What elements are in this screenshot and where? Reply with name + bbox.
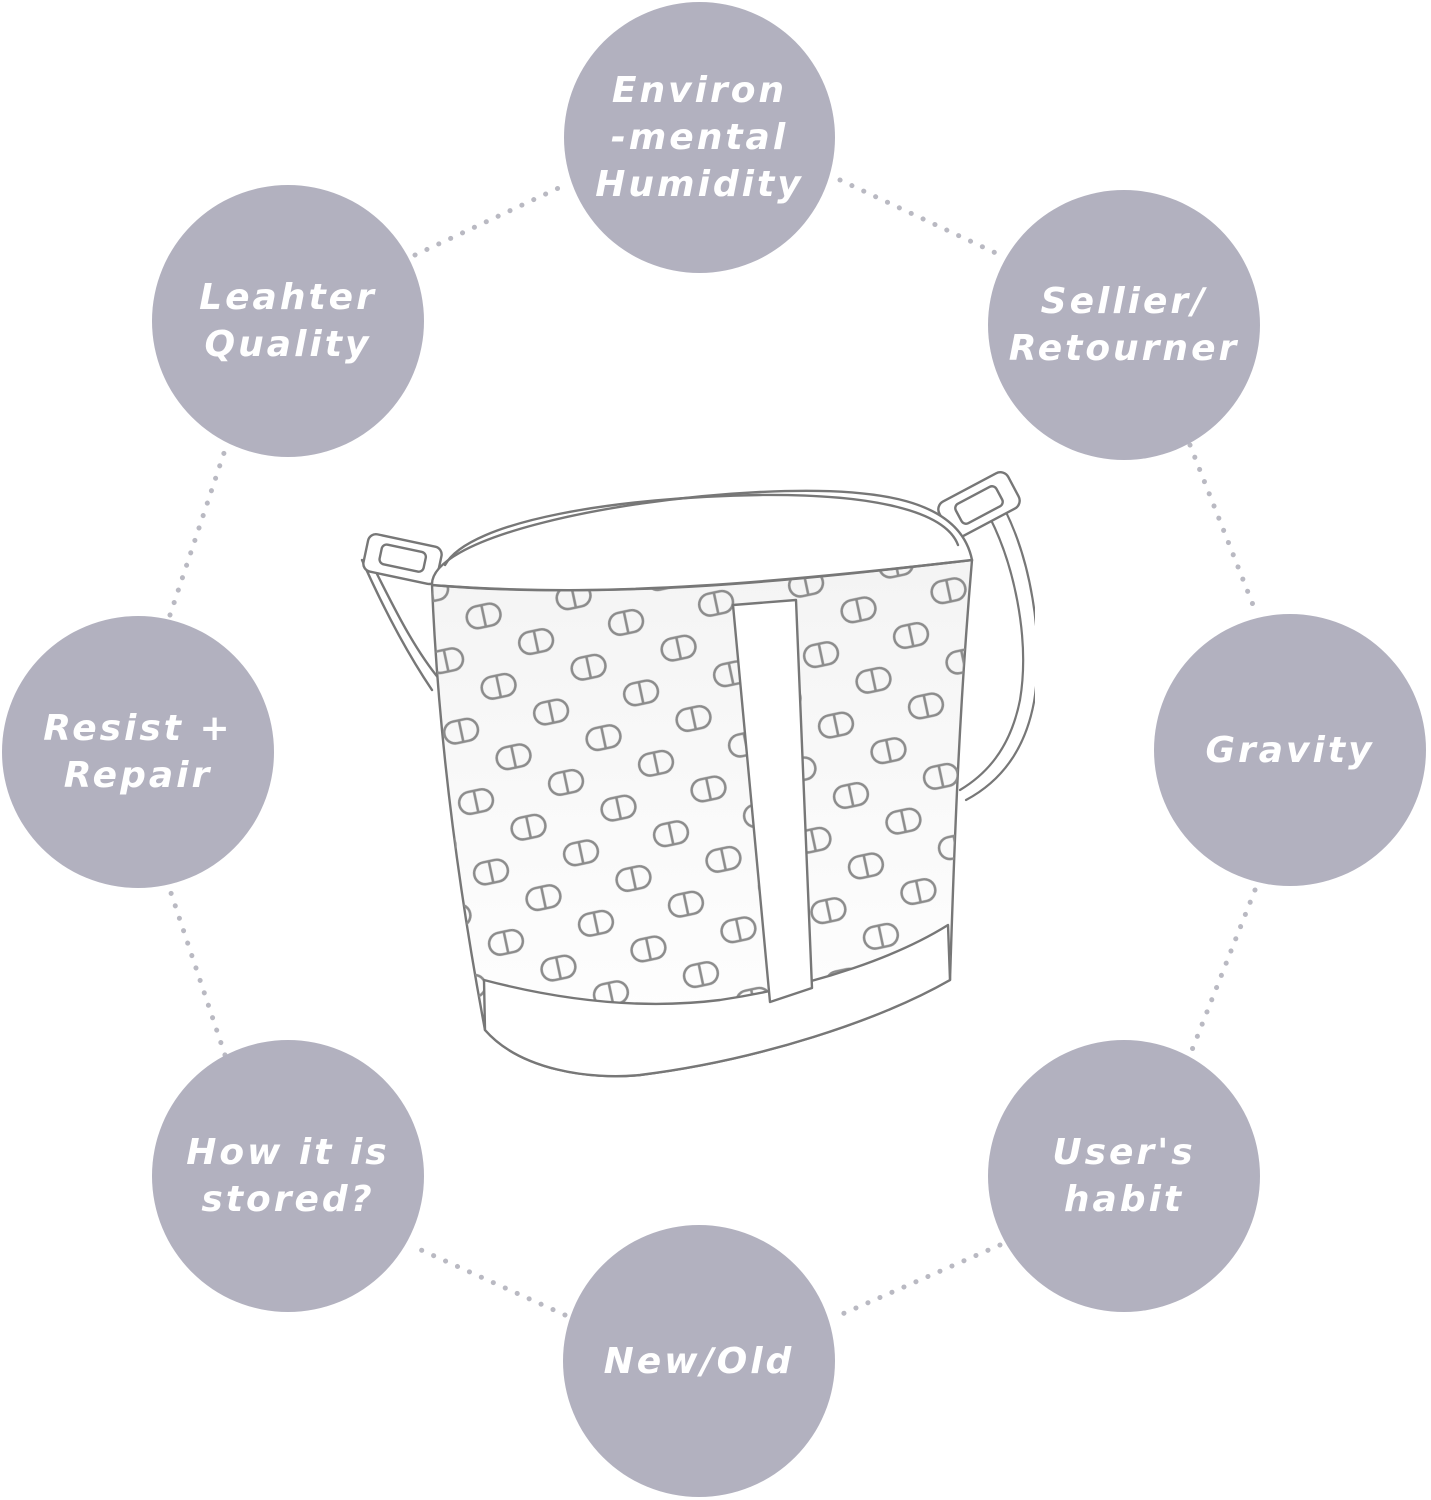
connector-newold-stored xyxy=(407,1242,568,1318)
factor-label: How it is stored? xyxy=(186,1132,390,1220)
factor-label: Environ -mental Humidity xyxy=(595,70,804,205)
factor-label: Leahter Quality xyxy=(199,277,377,365)
connector-gravity-habit xyxy=(1187,887,1258,1058)
factor-new-old: New/Old xyxy=(563,1225,835,1497)
connector-habit-newold xyxy=(837,1242,1003,1318)
connector-sellier-gravity xyxy=(1187,442,1258,613)
bag-opening xyxy=(430,489,974,587)
bag-illustration xyxy=(360,471,1035,1078)
factor-label: Resist + Repair xyxy=(43,708,233,796)
factor-label: New/Old xyxy=(603,1340,795,1382)
bag-bottom-panel xyxy=(482,923,952,1078)
factor-label: Gravity xyxy=(1205,729,1375,771)
strap-left xyxy=(373,568,442,682)
factor-sellier-retourner: Sellier/ Retourner xyxy=(988,190,1260,460)
factor-leather-quality: Leahter Quality xyxy=(152,185,424,457)
strap-right xyxy=(958,503,1025,792)
connector-humidity-sellier xyxy=(837,177,1003,258)
factor-gravity: Gravity xyxy=(1154,614,1426,886)
factor-how-stored: How it is stored? xyxy=(152,1040,424,1312)
factor-resist-repair: Resist + Repair xyxy=(2,616,274,888)
bag-center-stripe xyxy=(731,598,814,1004)
connector-leather-humidity xyxy=(412,182,568,258)
connector-stored-resist xyxy=(167,887,228,1058)
factor-users-habit: User's habit xyxy=(988,1040,1260,1312)
factor-label: User's habit xyxy=(1052,1132,1196,1220)
factor-label: Sellier/ Retourner xyxy=(1008,281,1240,369)
buckle-left xyxy=(362,533,443,586)
connector-resist-leather xyxy=(167,447,228,618)
factor-environmental-humidity: Environ -mental Humidity xyxy=(564,2,835,273)
